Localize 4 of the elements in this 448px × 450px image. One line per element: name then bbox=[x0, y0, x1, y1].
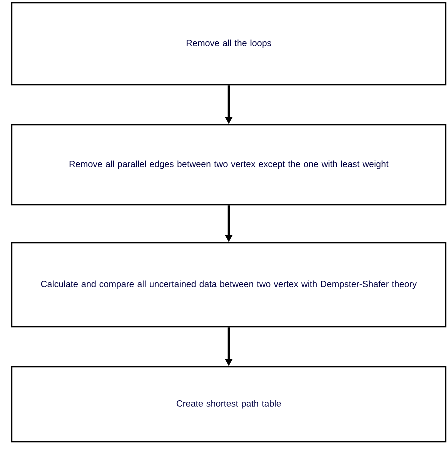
process-box: Create shortest path table bbox=[11, 366, 447, 443]
process-box: Remove all the loops bbox=[11, 2, 447, 86]
process-box: Calculate and compare all uncertained data between two vertex with Dempster-Shafer theory bbox=[11, 242, 447, 328]
process-box: Remove all parallel edges between two vertex except the one with least weight bbox=[11, 124, 447, 206]
